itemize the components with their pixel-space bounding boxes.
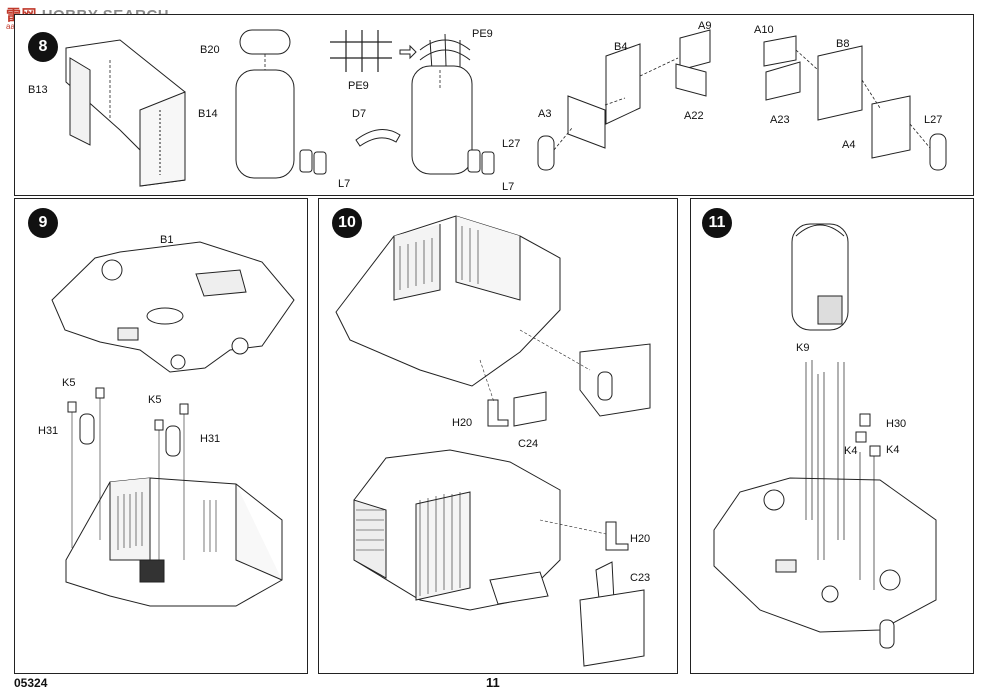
label-B14: B14 [198, 108, 218, 120]
label-L7-a: L7 [338, 178, 351, 190]
label-L7-b: L7 [502, 181, 515, 193]
label-K4-b: K4 [886, 444, 900, 456]
step-number-10: 10 [332, 208, 362, 238]
label-H31-a: H31 [38, 425, 59, 437]
label-K4-a: K4 [844, 445, 858, 457]
label-A9: A9 [698, 20, 712, 32]
product-code: 05324 [14, 676, 48, 690]
label-A3: A3 [538, 108, 552, 120]
label-D7: D7 [352, 108, 367, 120]
label-PE9-b: PE9 [472, 28, 493, 40]
label-PE9-a: PE9 [348, 80, 369, 92]
label-B20: B20 [200, 44, 220, 56]
step-number-8: 8 [28, 32, 58, 62]
label-K9: K9 [796, 342, 810, 354]
label-B4: B4 [614, 41, 628, 53]
label-C24: C24 [518, 438, 539, 450]
label-A23: A23 [770, 114, 790, 126]
label-B1: B1 [160, 234, 174, 246]
page-number: 11 [486, 675, 500, 690]
label-B13: B13 [28, 84, 48, 96]
label-H20-a: H20 [452, 417, 473, 429]
label-H30: H30 [886, 418, 907, 430]
label-C23: C23 [630, 572, 651, 584]
label-A10: A10 [754, 24, 774, 36]
label-H20-b: H20 [630, 533, 651, 545]
step-number-9: 9 [28, 208, 58, 238]
label-B8: B8 [836, 38, 850, 50]
label-L27-a: L27 [502, 138, 521, 150]
label-H31-b: H31 [200, 433, 221, 445]
label-A4: A4 [842, 139, 856, 151]
label-K5-b: K5 [148, 394, 162, 406]
label-L27-b: L27 [924, 114, 943, 126]
label-K5-a: K5 [62, 377, 76, 389]
step-number-11: 11 [702, 208, 732, 238]
label-A22: A22 [684, 110, 704, 122]
